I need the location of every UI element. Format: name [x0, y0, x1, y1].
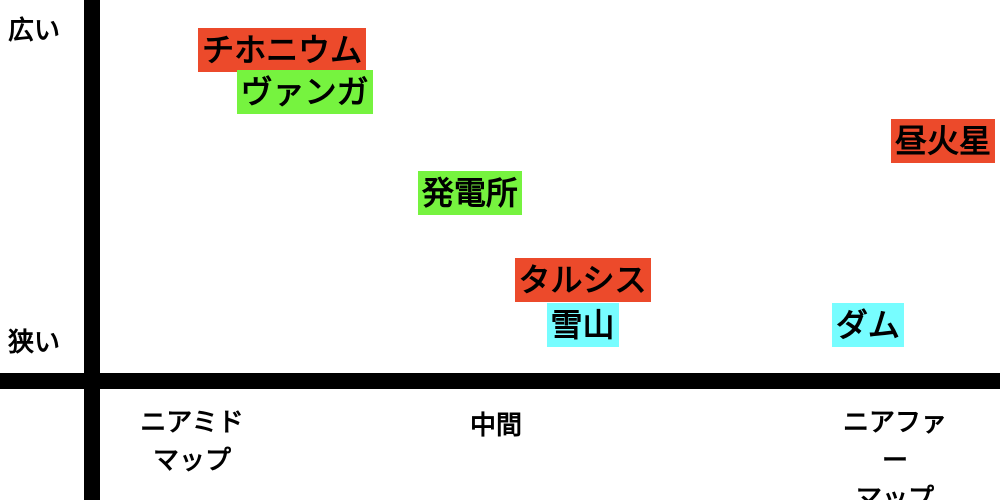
chart-item-label: 発電所: [417, 170, 522, 215]
chart-item-label: ダム: [831, 303, 904, 347]
y-axis-low-label: 狭い: [8, 328, 61, 358]
x-axis-label-near-mid: ニアミド マップ: [140, 408, 244, 476]
y-axis-line: [84, 0, 100, 500]
x-axis-line: [0, 373, 1000, 389]
y-axis-high-label: 広い: [8, 16, 61, 46]
chart-item-label: タルシス: [514, 257, 651, 302]
chart-item-label: 雪山: [546, 303, 619, 347]
x-axis-label-middle: 中間: [469, 411, 523, 441]
chart-item-label: ヴァンガ: [236, 69, 373, 114]
chart-item-label: 昼火星: [890, 118, 996, 163]
x-axis-label-near-far: ニアファー マップ: [842, 408, 947, 500]
chart-item-label: チホニウム: [198, 28, 367, 72]
